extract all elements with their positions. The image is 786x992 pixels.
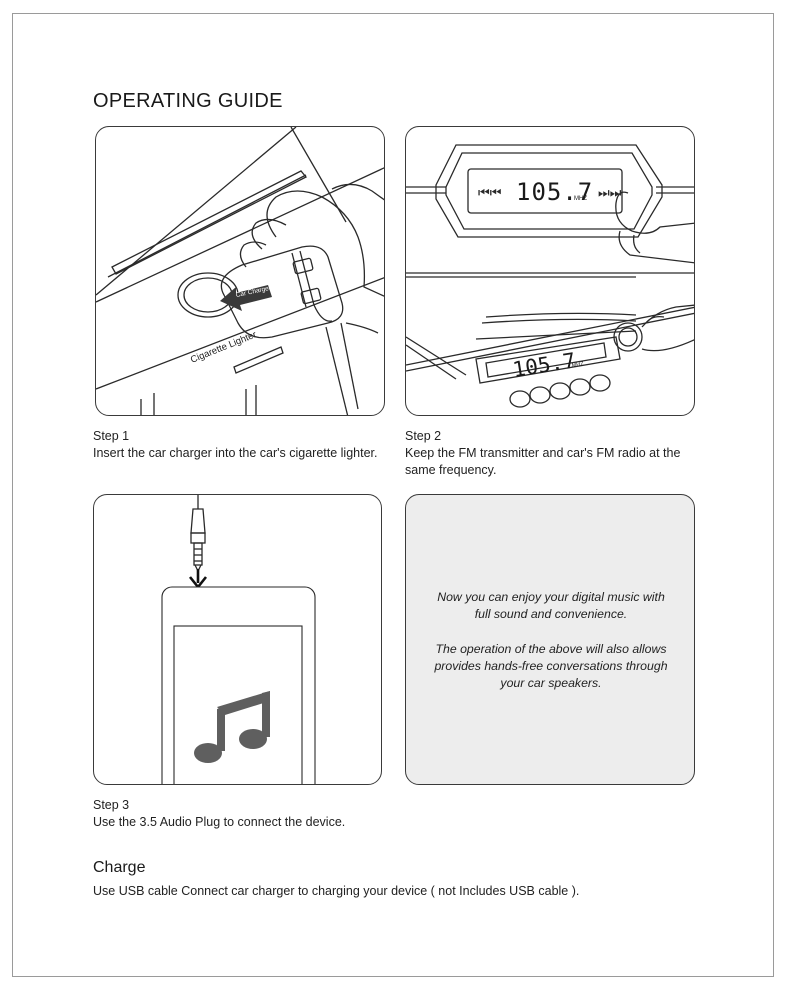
page-frame [12, 13, 774, 977]
radio-frequency-unit: MHZ [571, 361, 584, 369]
note-panel: Now you can enjoy your digital music wit… [405, 494, 695, 785]
step-1-label: Step 1 [93, 429, 130, 443]
radio-frequency: 105.7 [511, 348, 577, 382]
note-line: provides hands-free conversations throug… [434, 659, 668, 673]
cigarette-lighter-caption: Cigarette Lighter [189, 329, 258, 366]
step-2-illustration: ⏮⏮ 105.7 MHZ ⏭⏭ 105.7 MHZ [405, 126, 695, 416]
step-1-description: Insert the car charger into the car's ci… [93, 446, 378, 460]
note-paragraph-1: Now you can enjoy your digital music wit… [406, 589, 694, 623]
note-line: The operation of the above will also all… [435, 642, 667, 656]
step-2-label: Step 2 [405, 429, 442, 443]
charge-description: Use USB cable Connect car charger to cha… [93, 884, 580, 898]
step-3-label: Step 3 [93, 798, 130, 812]
arrow-down-icon [188, 569, 208, 590]
step-2-description-line: same frequency. [405, 462, 497, 477]
note-paragraph-2: The operation of the above will also all… [406, 641, 694, 692]
prev-track-icon: ⏮⏮ [478, 186, 502, 201]
music-note-icon [194, 691, 270, 763]
note-line: Now you can enjoy your digital music wit… [437, 590, 665, 604]
next-track-icon: ⏭⏭ [598, 186, 622, 201]
step-3-description: Use the 3.5 Audio Plug to connect the de… [93, 815, 346, 829]
step-1-illustration: Car Charger Cigarette Lighter [95, 126, 385, 416]
step-2-description-line: Keep the FM transmitter and car's FM rad… [405, 446, 681, 460]
page-title: OPERATING GUIDE [93, 90, 283, 112]
transmitter-frequency-unit: MHZ [574, 196, 587, 202]
note-line: full sound and convenience. [474, 607, 628, 621]
note-line: your car speakers. [500, 676, 602, 690]
charge-title: Charge [93, 859, 146, 876]
step-3-illustration [93, 494, 382, 785]
transmitter-frequency: 105.7 [516, 178, 593, 206]
step-2-description: Keep the FM transmitter and car's FM rad… [405, 445, 680, 478]
